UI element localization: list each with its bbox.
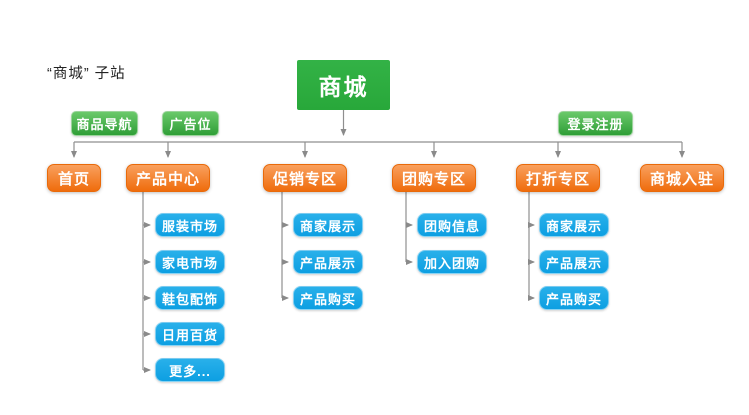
node-join-groupbuy: 加入团购 [417,250,487,274]
button-ad-slot: 广告位 [162,111,219,136]
node-promo-zone: 促销专区 [263,164,347,192]
button-login-register: 登录注册 [558,111,633,136]
node-more: 更多... [155,358,225,382]
node-merchant-entry: 商城入驻 [640,164,724,192]
node-merchant-display: 商家展示 [293,213,363,237]
node-product-purchase-2: 产品购买 [539,286,609,310]
diagram-title: “商城” 子站 [47,66,126,82]
node-product-center: 产品中心 [126,164,210,192]
node-product-display-2: 产品展示 [539,250,609,274]
node-clothing-market: 服装市场 [155,213,225,237]
node-groupbuy-info: 团购信息 [417,213,487,237]
node-shoes-bags: 鞋包配饰 [155,286,225,310]
node-root-mall: 商城 [297,60,390,110]
node-product-display: 产品展示 [293,250,363,274]
node-groupbuy-zone: 团购专区 [392,164,476,192]
node-product-purchase: 产品购买 [293,286,363,310]
node-daily-goods: 日用百货 [155,322,225,346]
node-discount-zone: 打折专区 [516,164,600,192]
button-product-nav: 商品导航 [71,111,138,136]
node-home: 首页 [47,164,101,192]
node-appliance-market: 家电市场 [155,250,225,274]
node-merchant-display-2: 商家展示 [539,213,609,237]
